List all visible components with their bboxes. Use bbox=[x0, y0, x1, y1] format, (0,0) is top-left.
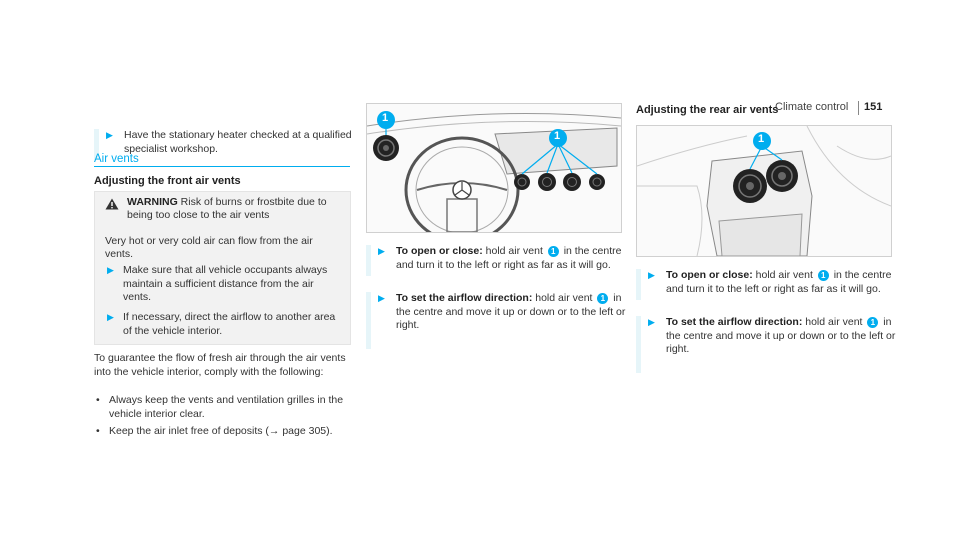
callout-marker bbox=[753, 132, 771, 150]
callout-marker bbox=[377, 111, 395, 129]
dashboard-illustration bbox=[367, 104, 621, 232]
step-text: If necessary, direct the airflow to anot… bbox=[123, 311, 336, 337]
list-item-text: Keep the air inlet free of deposits (→ p… bbox=[109, 425, 333, 437]
warning-step-2: ▶ If necessary, direct the airflow to an… bbox=[101, 311, 337, 338]
page-number: 151 bbox=[864, 101, 883, 113]
vent-number-badge: 1 bbox=[547, 246, 559, 257]
subheading-front-vents: Adjusting the front air vents bbox=[94, 175, 241, 187]
rear-open-close-step: ▶ To open or close: hold air vent 1 in t… bbox=[636, 269, 898, 300]
callout-label: 1 bbox=[382, 112, 389, 124]
rear-console-illustration bbox=[637, 126, 891, 256]
step-text: To open or close: hold air vent 1 in the… bbox=[666, 269, 898, 296]
step-text-a: hold air vent bbox=[485, 245, 543, 257]
step-label: To set the airflow direction: bbox=[396, 292, 533, 304]
bullet-dot: • bbox=[96, 394, 100, 406]
warning-step-1: ▶ Make sure that all vehicle occupants a… bbox=[101, 264, 337, 305]
step-arrow-icon: ▶ bbox=[106, 130, 113, 140]
bullet-dot: • bbox=[96, 425, 100, 437]
list-item: • Always keep the vents and ventilation … bbox=[94, 394, 350, 421]
step-text-a: hold air vent bbox=[805, 316, 863, 328]
list-item-text: Always keep the vents and ventilation gr… bbox=[109, 394, 344, 420]
step-text: Make sure that all vehicle occupants alw… bbox=[123, 264, 328, 303]
step-text: To set the airflow direction: hold air v… bbox=[666, 316, 898, 357]
step-label: To set the airflow direction: bbox=[666, 316, 803, 328]
bullet-list: • Always keep the vents and ventilation … bbox=[94, 394, 350, 439]
subheading-rear-vents: Adjusting the rear air vents bbox=[636, 104, 779, 116]
step-text-a: hold air vent bbox=[535, 292, 593, 304]
step-text: To open or close: hold air vent 1 in the… bbox=[396, 245, 628, 272]
front-air-vents-figure: 1 1 bbox=[366, 103, 622, 233]
rear-air-vents-figure: 1 bbox=[636, 125, 892, 257]
warning-lead: Risk of burns or frostbite due to being … bbox=[127, 196, 327, 221]
list-item: • Keep the air inlet free of deposits (→… bbox=[94, 425, 350, 439]
running-header-title: Climate control bbox=[775, 101, 849, 113]
rear-airflow-step: ▶ To set the airflow direction: hold air… bbox=[636, 316, 898, 373]
step-text-b: in the centre and turn it to the left or… bbox=[396, 245, 622, 271]
front-open-close-step: ▶ To open or close: hold air vent 1 in t… bbox=[366, 245, 628, 276]
step-text-b: in the centre and move it up or down or … bbox=[666, 316, 896, 355]
callout-label: 1 bbox=[554, 130, 561, 142]
step-text: To set the airflow direction: hold air v… bbox=[396, 292, 628, 333]
paragraph-fresh-air: To guarantee the flow of fresh air throu… bbox=[94, 352, 346, 378]
step-arrow-icon: ▶ bbox=[107, 312, 114, 322]
vent-number-badge: 1 bbox=[817, 270, 829, 281]
step-arrow-icon: ▶ bbox=[378, 293, 385, 303]
warning-heading: WARNING Risk of burns or frostbite due t… bbox=[127, 196, 345, 222]
warning-label: WARNING bbox=[127, 196, 178, 208]
step-arrow-icon: ▶ bbox=[648, 317, 655, 327]
step-highlight-bar bbox=[636, 269, 641, 300]
callout-marker bbox=[549, 129, 567, 147]
front-airflow-step: ▶ To set the airflow direction: hold air… bbox=[366, 292, 628, 349]
section-title-air-vents: Air vents bbox=[94, 153, 139, 165]
callout-label: 1 bbox=[758, 133, 765, 145]
step-text-b: in the centre and move it up or down or … bbox=[396, 292, 626, 331]
step-arrow-icon: ▶ bbox=[648, 270, 655, 280]
vent-number-badge: 1 bbox=[867, 317, 879, 328]
step-highlight-bar bbox=[636, 316, 641, 373]
step-text: Have the stationary heater checked at a … bbox=[124, 129, 352, 155]
step-text-b: in the centre and turn it to the left or… bbox=[666, 269, 892, 295]
step-arrow-icon: ▶ bbox=[378, 246, 385, 256]
header-divider bbox=[858, 101, 859, 115]
warning-box: WARNING Risk of burns or frostbite due t… bbox=[94, 191, 351, 345]
heater-check-step: ▶ Have the stationary heater checked at … bbox=[94, 129, 354, 160]
step-arrow-icon: ▶ bbox=[107, 265, 114, 275]
step-highlight-bar bbox=[94, 129, 99, 160]
step-label: To open or close: bbox=[666, 269, 753, 281]
step-text-a: hold air vent bbox=[755, 269, 813, 281]
vent-number-badge: 1 bbox=[597, 293, 609, 304]
section-rule bbox=[94, 166, 350, 167]
step-label: To open or close: bbox=[396, 245, 483, 257]
step-highlight-bar bbox=[366, 292, 371, 349]
warning-triangle-icon bbox=[105, 197, 119, 215]
step-highlight-bar bbox=[366, 245, 371, 276]
warning-body: Very hot or very cold air can flow from … bbox=[105, 235, 313, 260]
